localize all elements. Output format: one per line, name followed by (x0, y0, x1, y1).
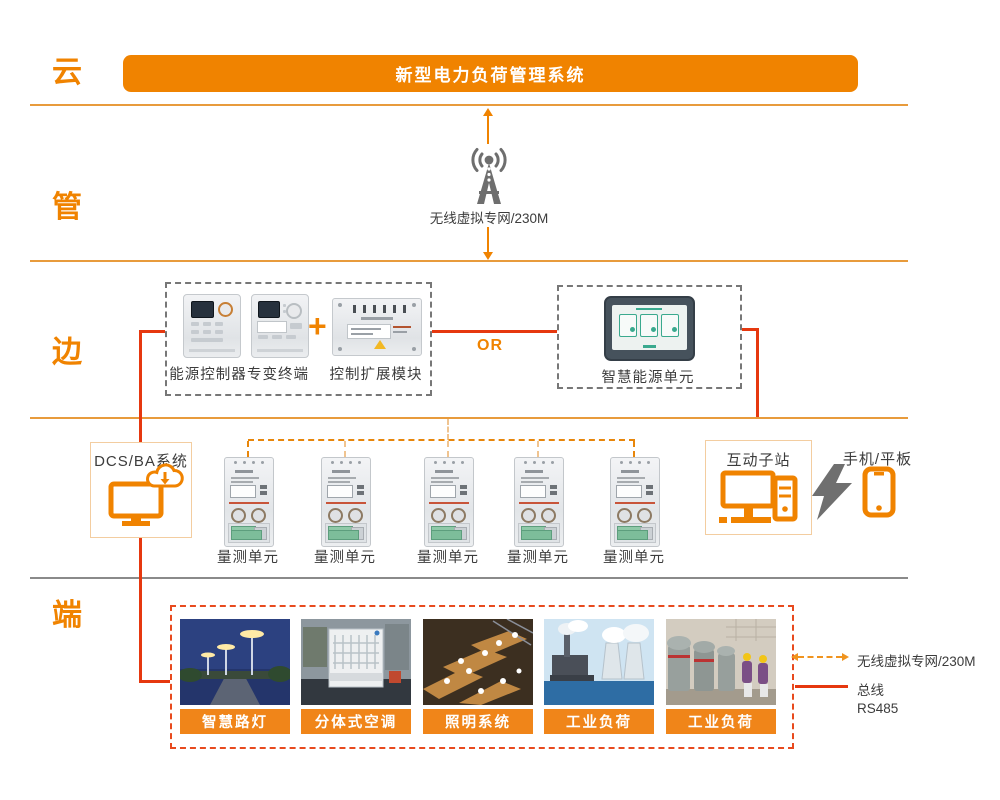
monitor-with-cloud-download-icon (108, 481, 164, 526)
meter-3 (424, 457, 474, 547)
power-plant-photo (544, 619, 654, 705)
smart-energy-unit-label: 智慧能源单元 (601, 370, 695, 386)
legend-bus-label: 总线 (857, 683, 884, 698)
mobile-label: 手机/平板 (842, 451, 913, 468)
meter-4 (514, 457, 564, 547)
load-label-industrial-1: 工业负荷 (544, 709, 654, 734)
layer-label-cloud: 云 (52, 56, 82, 89)
divider-cloud-pipe (30, 104, 908, 106)
bus-drop-5 (633, 441, 635, 457)
red-link-or-h (428, 330, 558, 333)
red-link-left-h (139, 330, 167, 333)
desktop-and-tower-icon (719, 470, 798, 523)
industrial-equipment-photo (666, 619, 776, 705)
control-expansion-module-device (332, 298, 422, 356)
load-label-industrial-2: 工业负荷 (666, 709, 776, 734)
legend-wireless-label: 无线虚拟专网/230M (857, 654, 976, 669)
layer-label-terminal: 端 (52, 599, 82, 632)
meter-label-3: 量测单元 (417, 550, 479, 566)
interactive-substation-box: 互动子站 (705, 440, 812, 535)
energy-controller-label: 能源控制器 (169, 367, 247, 383)
red-link-right-h (738, 328, 759, 331)
lightning-bolt-icon (812, 464, 852, 520)
up-arrow-line (487, 116, 489, 144)
bus-riser (447, 419, 449, 440)
layer-label-pipe: 管 (52, 191, 82, 224)
air-conditioner-photo (301, 619, 411, 705)
banner-title: 新型电力负荷管理系统 (395, 66, 586, 85)
legend-arrow-right-head (842, 653, 849, 661)
down-arrowhead (483, 252, 493, 260)
down-arrow-line (487, 227, 489, 252)
divider-edge-access (30, 417, 908, 419)
legend-rs485-label: RS485 (857, 701, 899, 716)
load-label-ac: 分体式空调 (301, 709, 411, 734)
or-label: OR (477, 337, 503, 354)
meter-5 (610, 457, 660, 547)
meter-label-1: 量测单元 (217, 550, 279, 566)
cloud-download-icon (146, 463, 184, 488)
system-banner: 新型电力负荷管理系统 (123, 55, 858, 92)
transformer-terminal-device (251, 294, 309, 358)
meter-2 (321, 457, 371, 547)
network-link-label: 无线虚拟专网/230M (429, 211, 549, 226)
interactive-substation-label: 互动子站 (726, 452, 791, 469)
plus-sign: + (308, 308, 327, 344)
bus-drop-4 (537, 441, 539, 457)
meter-bus (248, 439, 635, 441)
legend-wireless-line (798, 656, 842, 658)
meter-1 (224, 457, 274, 547)
dcs-ba-box: DCS/BA系统 (90, 442, 192, 538)
up-arrowhead (483, 108, 493, 116)
lighting-system-photo (423, 619, 533, 705)
meter-label-4: 量测单元 (507, 550, 569, 566)
divider-access-terminal (30, 577, 908, 579)
red-link-bottom-h (139, 680, 171, 683)
meter-label-2: 量测单元 (314, 550, 376, 566)
red-link-right-v (756, 328, 759, 417)
legend-arrow-left-head (791, 653, 798, 661)
load-label-streetlight: 智慧路灯 (180, 709, 290, 734)
transformer-terminal-label: 专变终端 (247, 367, 309, 383)
meter-label-5: 量测单元 (603, 550, 665, 566)
load-label-lighting: 照明系统 (423, 709, 533, 734)
energy-controller-device (183, 294, 241, 358)
legend-bus-line (795, 685, 848, 688)
smart-energy-unit-tablet (604, 296, 695, 361)
bus-drop-1 (247, 441, 249, 457)
bus-drop-3 (447, 441, 449, 457)
antenna-icon (471, 148, 507, 204)
control-expansion-module-label: 控制扩展模块 (329, 367, 423, 383)
smartphone-icon (862, 466, 896, 518)
layer-label-edge: 边 (52, 336, 82, 369)
bus-drop-2 (344, 441, 346, 457)
divider-pipe-edge (30, 260, 908, 262)
streetlight-photo (180, 619, 290, 705)
